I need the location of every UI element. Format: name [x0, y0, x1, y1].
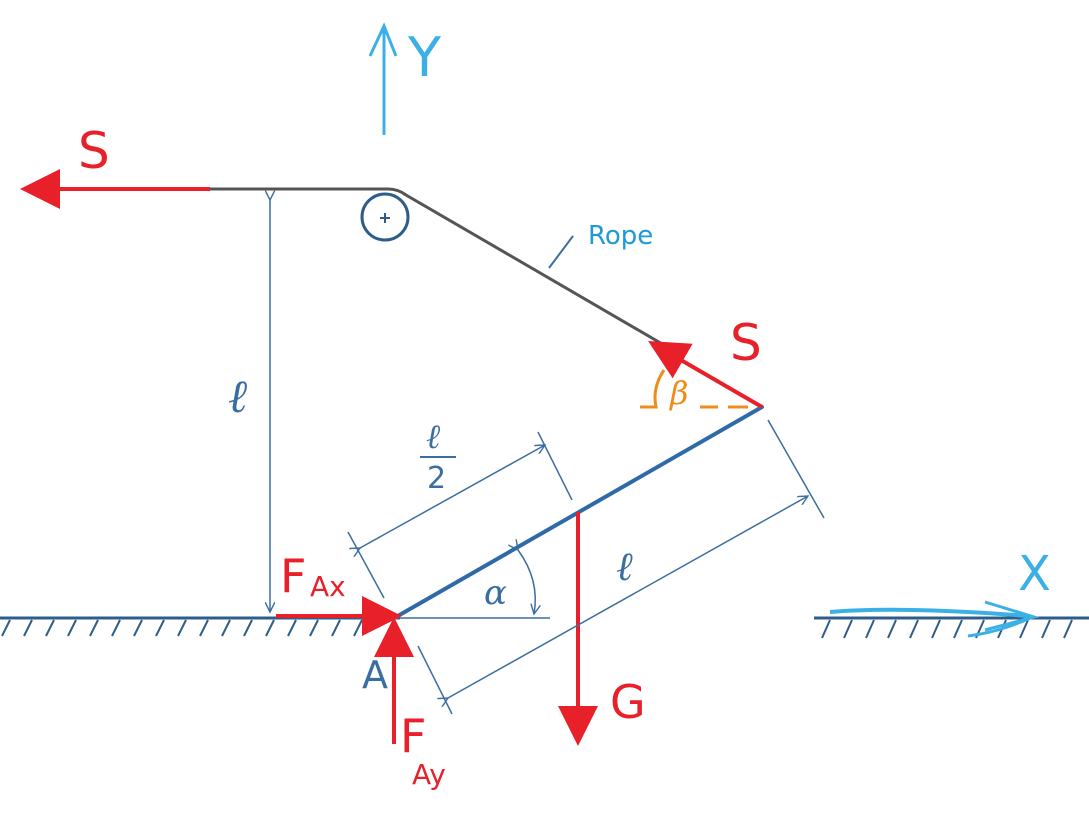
point-a-label: A — [362, 653, 388, 697]
pulley — [360, 192, 410, 242]
dimension-beam-length — [417, 419, 825, 715]
angle-beta-marker — [640, 369, 748, 409]
rope-label: Rope — [588, 221, 653, 251]
rope-pointer — [548, 235, 574, 269]
half-length-denominator: 2 — [427, 461, 446, 496]
angle-alpha-arc — [518, 550, 535, 614]
ground-left — [0, 616, 400, 637]
dimension-half-length — [347, 431, 573, 599]
force-s-right-arrow — [648, 340, 764, 409]
angle-beta-label: β — [669, 374, 689, 412]
axis-x-label: X — [1018, 546, 1051, 602]
y-axis-arrow — [368, 22, 398, 135]
force-s-left-label: S — [78, 122, 110, 180]
rope — [210, 187, 665, 347]
ground-right — [814, 616, 1089, 639]
axis-y-label: Y — [407, 26, 442, 89]
weight-label: G — [610, 675, 646, 729]
length-vertical-label: ℓ — [228, 369, 248, 423]
fax-label-sub: Ax — [310, 570, 346, 603]
fax-label-main: F — [280, 549, 306, 603]
x-axis-arrow — [829, 600, 1040, 638]
angle-alpha-label: α — [484, 573, 507, 613]
half-length-numerator: ℓ — [426, 417, 440, 457]
fay-label-sub: Ay — [412, 758, 446, 791]
fay-label-main: F — [400, 709, 426, 763]
force-s-right-label: S — [730, 314, 762, 372]
length-beam-label: ℓ — [616, 544, 633, 590]
